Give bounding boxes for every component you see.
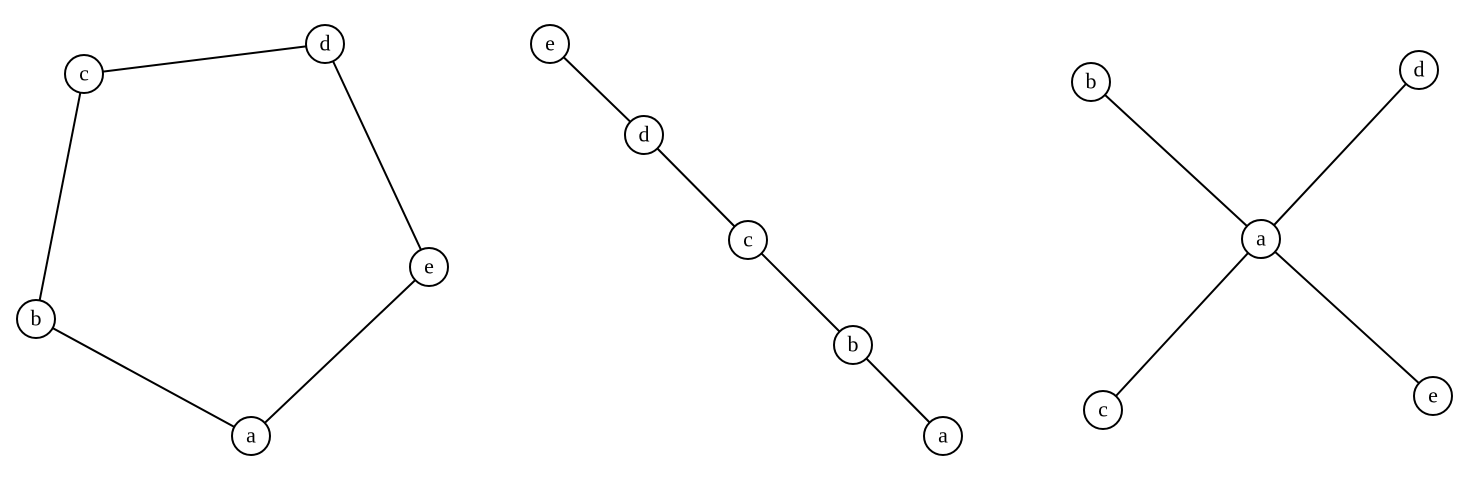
node-circle — [1413, 376, 1453, 416]
node-c: c — [1083, 390, 1123, 430]
node-circle — [1071, 62, 1111, 102]
node-label: e — [545, 31, 555, 56]
node-circle — [231, 416, 271, 456]
node-label: c — [743, 227, 753, 252]
cycle-graph: a b c d e — [16, 24, 449, 456]
node-circle — [16, 299, 56, 339]
path-graph: e d c b a — [530, 24, 963, 456]
edge-a-c — [1102, 238, 1262, 411]
node-a: a — [923, 416, 963, 456]
node-label: a — [246, 423, 256, 448]
node-circle — [624, 115, 664, 155]
node-circle — [305, 24, 345, 64]
node-circle — [64, 54, 104, 94]
node-d: d — [1399, 50, 1439, 90]
node-circle — [833, 325, 873, 365]
node-label: e — [424, 254, 434, 279]
node-label: d — [639, 122, 650, 147]
node-circle — [923, 416, 963, 456]
edge-c-d — [83, 43, 326, 75]
node-label: b — [31, 306, 42, 331]
node-c: c — [64, 54, 104, 94]
edge-c-b — [747, 239, 854, 346]
node-label: b — [848, 332, 859, 357]
node-e: e — [409, 247, 449, 287]
node-b: b — [1071, 62, 1111, 102]
node-d: d — [305, 24, 345, 64]
node-label: b — [1086, 69, 1097, 94]
edge-d-c — [643, 134, 749, 241]
node-label: a — [938, 423, 948, 448]
node-circle — [1083, 390, 1123, 430]
node-d: d — [624, 115, 664, 155]
star-graph: a b c d e — [1071, 50, 1453, 430]
node-label: e — [1428, 383, 1438, 408]
node-e: e — [1413, 376, 1453, 416]
node-a: a — [231, 416, 271, 456]
node-label: d — [320, 31, 331, 56]
edge-a-b — [35, 318, 252, 437]
edge-e-a — [250, 266, 430, 437]
edge-d-e — [324, 43, 430, 268]
node-a: a — [1241, 219, 1281, 259]
node-circle — [409, 247, 449, 287]
node-label: c — [79, 61, 89, 86]
node-c: c — [728, 220, 768, 260]
edge-e-d — [549, 43, 645, 136]
node-circle — [728, 220, 768, 260]
node-circle — [1399, 50, 1439, 90]
node-circle — [530, 24, 570, 64]
node-circle — [1241, 219, 1281, 259]
edge-a-e — [1260, 238, 1434, 397]
edge-a-d — [1260, 69, 1420, 240]
edge-a-b — [1090, 81, 1262, 240]
node-b: b — [833, 325, 873, 365]
node-b: b — [16, 299, 56, 339]
node-label: d — [1414, 57, 1425, 82]
edge-b-a — [852, 344, 944, 437]
node-label: a — [1256, 226, 1266, 251]
node-label: c — [1098, 397, 1108, 422]
edge-b-c — [35, 73, 85, 320]
node-e: e — [530, 24, 570, 64]
